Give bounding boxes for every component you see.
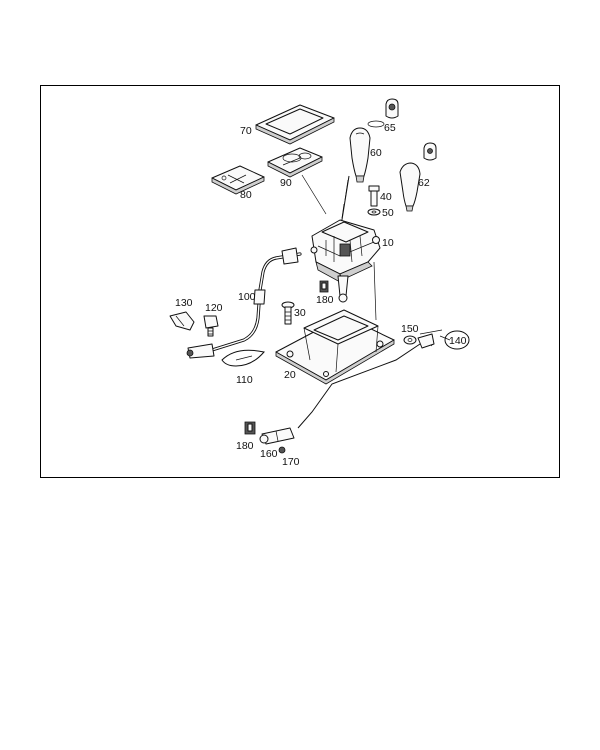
callout-20: 20 <box>284 369 296 381</box>
part-150-bushing <box>403 335 417 345</box>
part-62-shift-knob <box>399 142 437 212</box>
part-40-bolt <box>368 185 380 207</box>
callout-70: 70 <box>240 125 252 137</box>
callout-60: 60 <box>370 147 382 159</box>
part-120-clip <box>203 315 219 337</box>
part-10-shifter-housing <box>310 175 381 321</box>
callout-170: 170 <box>282 456 300 468</box>
part-20-base-bracket <box>275 309 395 385</box>
part-130-bracket <box>169 311 195 331</box>
part-70-trim-frame <box>255 104 335 145</box>
part-90-gate-plate <box>267 147 323 178</box>
part-160-end-fitting <box>259 427 295 445</box>
callout-40: 40 <box>380 191 392 203</box>
callout-100: 100 <box>238 291 256 303</box>
callout-140: 140 <box>449 335 467 347</box>
callout-140-circle <box>444 330 470 350</box>
callout-180-upper: 180 <box>316 294 334 306</box>
part-60-shift-knob <box>349 127 371 183</box>
callout-150: 150 <box>401 323 419 335</box>
part-110-cable-tie <box>221 349 265 367</box>
callout-180-lower: 180 <box>236 440 254 452</box>
part-80-indicator-plate <box>211 165 265 195</box>
callout-90: 90 <box>280 177 292 189</box>
callout-120: 120 <box>205 302 223 314</box>
callout-160: 160 <box>260 448 278 460</box>
part-180-clip-lower <box>244 421 256 435</box>
part-170-nut <box>278 446 286 454</box>
callout-10: 10 <box>382 237 394 249</box>
part-100-cable <box>186 247 302 359</box>
part-50-washer <box>367 208 381 216</box>
part-65-emblem <box>367 98 399 128</box>
part-180-clip-upper <box>319 280 329 293</box>
callout-80: 80 <box>240 189 252 201</box>
part-140-shift-rod <box>297 329 443 429</box>
callout-130: 130 <box>175 297 193 309</box>
callout-65: 65 <box>384 122 396 134</box>
callout-50: 50 <box>382 207 394 219</box>
callout-62: 62 <box>418 177 430 189</box>
callout-110: 110 <box>236 374 253 386</box>
part-30-bolt <box>281 301 295 325</box>
callout-30: 30 <box>294 307 306 319</box>
